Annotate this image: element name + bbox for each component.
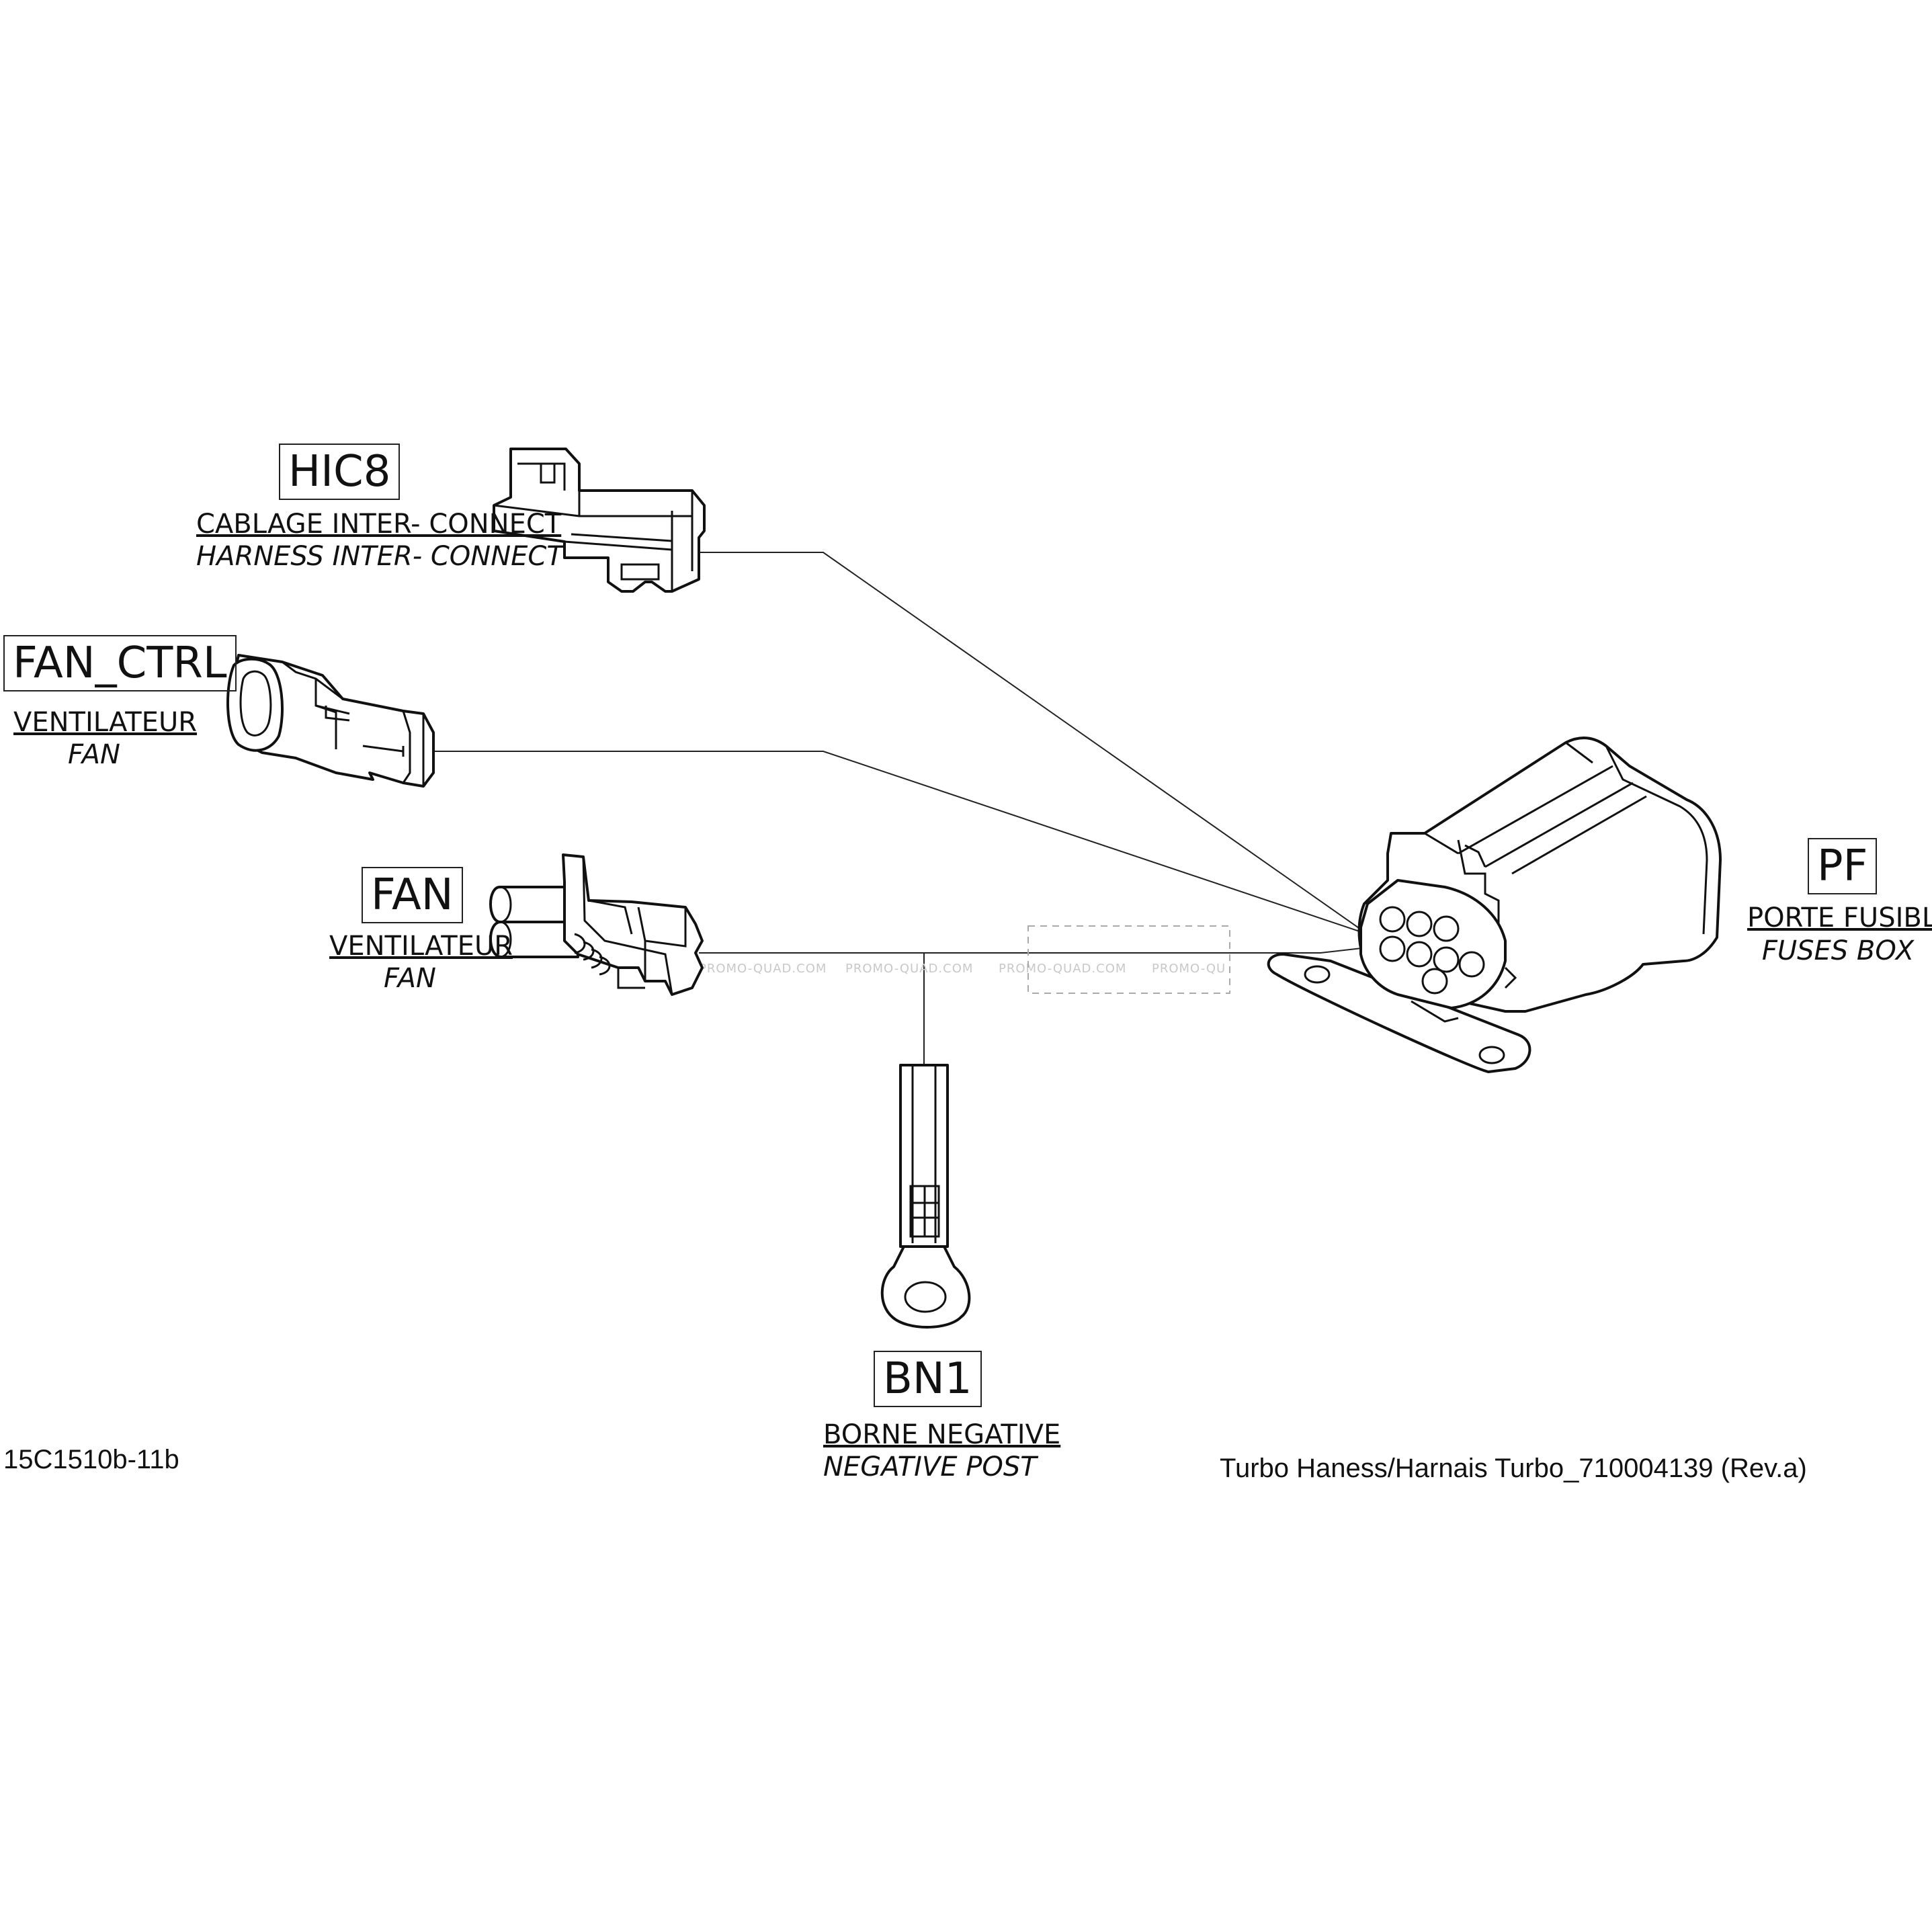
fan-ctrl-label-fr: VENTILATEUR: [13, 707, 198, 738]
watermark-text-2: PROMO-QUAD.COM: [845, 962, 973, 976]
watermark-dashed-box: [1027, 925, 1230, 994]
pf-label-en: FUSES BOX: [1761, 935, 1915, 966]
fan-ctrl-connector-drawing: [226, 654, 435, 788]
watermark-text-1: PROMO-QUAD.COM: [699, 962, 827, 976]
diagram-id: 15C1510b-11b: [3, 1445, 179, 1474]
wire-hic8: [699, 552, 1368, 935]
diagram-title: Turbo Haness/Harnais Turbo_710004139 (Re…: [1220, 1454, 1807, 1483]
fan-label-fr: VENTILATEUR: [329, 931, 513, 962]
harness-wires: [433, 552, 1368, 1065]
fan-connector-drawing: [489, 853, 704, 996]
watermark-text-3: PROMO-QUAD.COM: [999, 962, 1126, 976]
fan-label-en: FAN: [384, 963, 436, 994]
bn1-label-fr: BORNE NEGATIVE: [823, 1419, 1061, 1450]
watermark: PROMO-QUAD.COM PROMO-QUAD.COM PROMO-QUAD…: [699, 925, 1230, 994]
fan-ctrl-label-en: FAN: [68, 739, 120, 770]
fan-ctrl-code-box: FAN_CTRL: [3, 635, 237, 691]
hic8-connector-drawing: [493, 448, 706, 593]
bn1-terminal-drawing: [880, 1064, 971, 1329]
pf-label-fr: PORTE FUSIBLES: [1747, 902, 1932, 933]
pf-fusebox-drawing: [1267, 737, 1722, 1073]
pf-code-box: PF: [1808, 838, 1878, 894]
fan-code-box: FAN: [362, 867, 463, 923]
bn1-code-box: BN1: [874, 1351, 982, 1407]
hic8-code-box: HIC8: [279, 444, 401, 500]
hic8-label-fr: CABLAGE INTER- CONNECT: [196, 509, 562, 540]
wire-fan-ctrl: [433, 751, 1368, 935]
bn1-label-en: NEGATIVE POST: [823, 1452, 1037, 1482]
hic8-label-en: HARNESS INTER- CONNECT: [196, 541, 563, 572]
watermark-text-4: PROMO-QU: [1152, 962, 1226, 976]
wire-fan: [699, 947, 1368, 954]
